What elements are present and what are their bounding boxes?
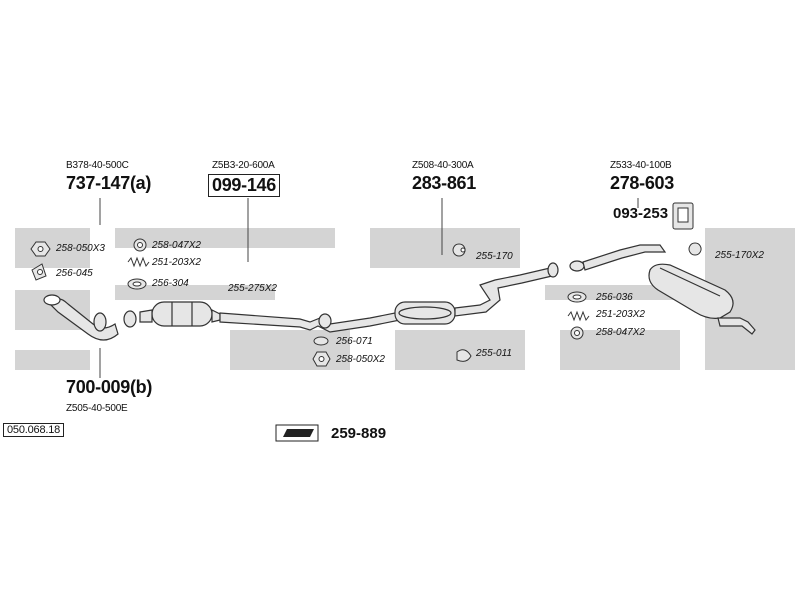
part-label: 256-036 [596,292,633,303]
part-label: 255-011 [476,348,512,359]
spring-icon [567,310,590,322]
aux-part-number: 093-253 [613,205,669,222]
diagram-id: 050.068.18 [3,423,65,437]
connecting-pipe [454,267,553,317]
part-label: 256-071 [336,336,373,347]
tail-pipe [717,317,756,335]
part-label: 251-203X2 [152,257,201,268]
spring-icon [127,256,150,268]
group-part-number: 737-147(a) [66,173,152,193]
part-label: 258-047X2 [596,327,645,338]
group-code: Z508-40-300A [412,160,474,171]
middle-silencer [394,301,456,325]
group-code: B378-40-500C [66,160,129,171]
group-code: Z505-40-500E [66,403,128,414]
hanger-icon [452,243,466,257]
rear-pipe [582,244,667,271]
group-part-number: 099-146 [208,174,280,197]
part-label: 258-050X2 [336,354,385,365]
group-code: Z5B3-20-600A [212,160,275,171]
watermark-band [15,228,795,370]
exhaust-system [43,244,756,341]
hardware-icons [30,202,702,367]
part-label: 255-170X2 [715,250,764,261]
part-label: 258-050X3 [56,243,105,254]
brand-part-number: 259-889 [331,425,387,442]
catalytic-converter [151,301,213,327]
part-label: 255-170 [476,251,513,262]
middle-pipe [219,311,401,333]
part-label: 256-045 [56,268,93,279]
part-label: 256-304 [152,278,189,289]
part-label: 255-275X2 [228,283,277,294]
group-part-number: 700-009(b) [66,377,153,397]
group-part-number: 283-861 [412,173,476,193]
part-label: 258-047X2 [152,240,201,251]
hanger-icon [456,349,472,362]
part-label: 251-203X2 [596,309,645,320]
bosal-logo [275,424,319,442]
gasket-icon [313,336,329,346]
leader-lines [99,198,639,378]
hanger-icon [688,242,702,256]
group-part-number: 278-603 [610,173,674,193]
rear-silencer [648,263,734,319]
group-code: Z533-40-100B [610,160,672,171]
